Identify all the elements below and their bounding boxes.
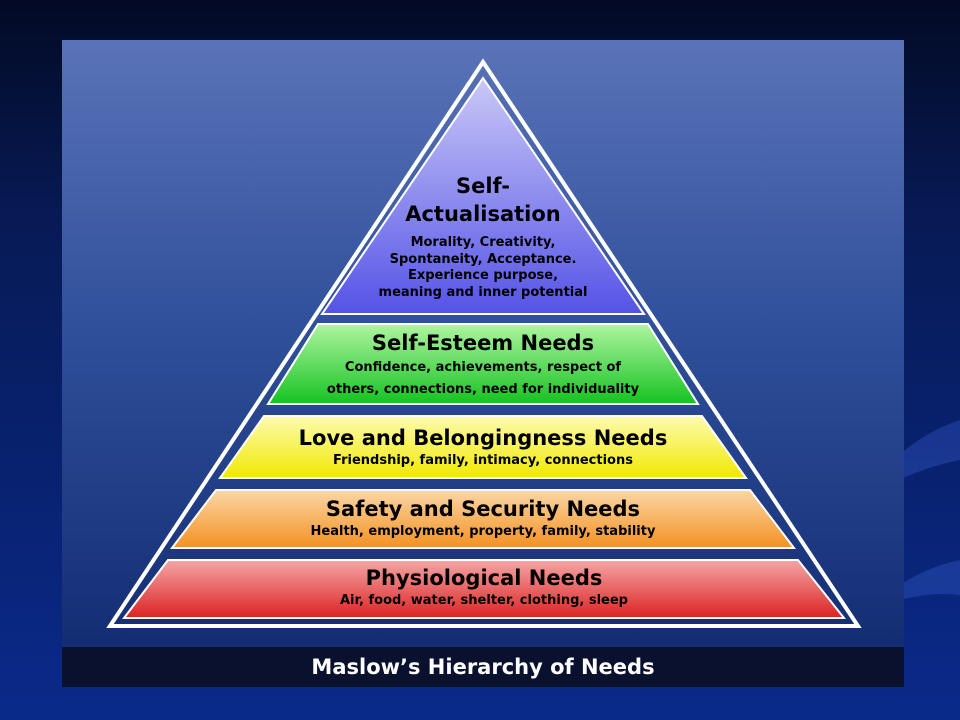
pyramid-outline [106, 58, 862, 628]
tier-self-esteem-desc-2: others, connections, need for individual… [326, 382, 640, 398]
tier-love-text: Love and Belongingness Needs Friendship,… [220, 426, 746, 469]
tier-safety-title: Safety and Security Needs [325, 497, 641, 521]
tier-physiological-shape [121, 559, 847, 619]
tier-self-esteem-title: Self-Esteem Needs [371, 331, 595, 355]
tier-self-actualisation-desc-3: Experience purpose, [407, 268, 559, 284]
tier-safety-desc: Health, employment, property, family, st… [310, 524, 656, 540]
tier-self-actualisation-desc-4: meaning and inner potential [378, 285, 588, 301]
tier-self-actualisation-title-2: Actualisation [405, 202, 561, 227]
tier-safety-shape [169, 489, 797, 549]
diagram-caption: Maslow’s Hierarchy of Needs [311, 655, 655, 679]
tier-physiological-text: Physiological Needs Air, food, water, sh… [124, 566, 844, 609]
tier-self-actualisation-title-1: Self- [455, 174, 511, 198]
tier-love-desc: Friendship, family, intimacy, connection… [333, 453, 633, 469]
tier-physiological-desc: Air, food, water, shelter, clothing, sle… [340, 593, 628, 609]
tier-self-esteem-text: Self-Esteem Needs Confidence, achievemen… [268, 331, 698, 398]
tier-love-title: Love and Belongingness Needs [298, 426, 668, 450]
tier-self-actualisation-desc-1: Morality, Creativity, [410, 234, 556, 250]
tier-self-actualisation-shape [320, 76, 646, 315]
diagram-panel: Self- Actualisation Morality, Creativity… [62, 40, 904, 687]
pyramid [106, 58, 862, 628]
tier-self-actualisation-text: Self- Actualisation Morality, Creativity… [333, 172, 633, 302]
caption-bar: Maslow’s Hierarchy of Needs [62, 647, 904, 687]
tier-self-actualisation-desc: Morality, Creativity, Spontaneity, Accep… [333, 235, 633, 303]
tier-love-shape [218, 415, 748, 479]
tier-physiological-title: Physiological Needs [365, 566, 603, 590]
tier-self-esteem-desc-1: Confidence, achievements, respect of [344, 360, 622, 376]
tier-self-actualisation-desc-2: Spontaneity, Acceptance. [389, 251, 577, 267]
tier-self-esteem-shape [266, 323, 700, 405]
tier-safety-text: Safety and Security Needs Health, employ… [172, 497, 794, 540]
